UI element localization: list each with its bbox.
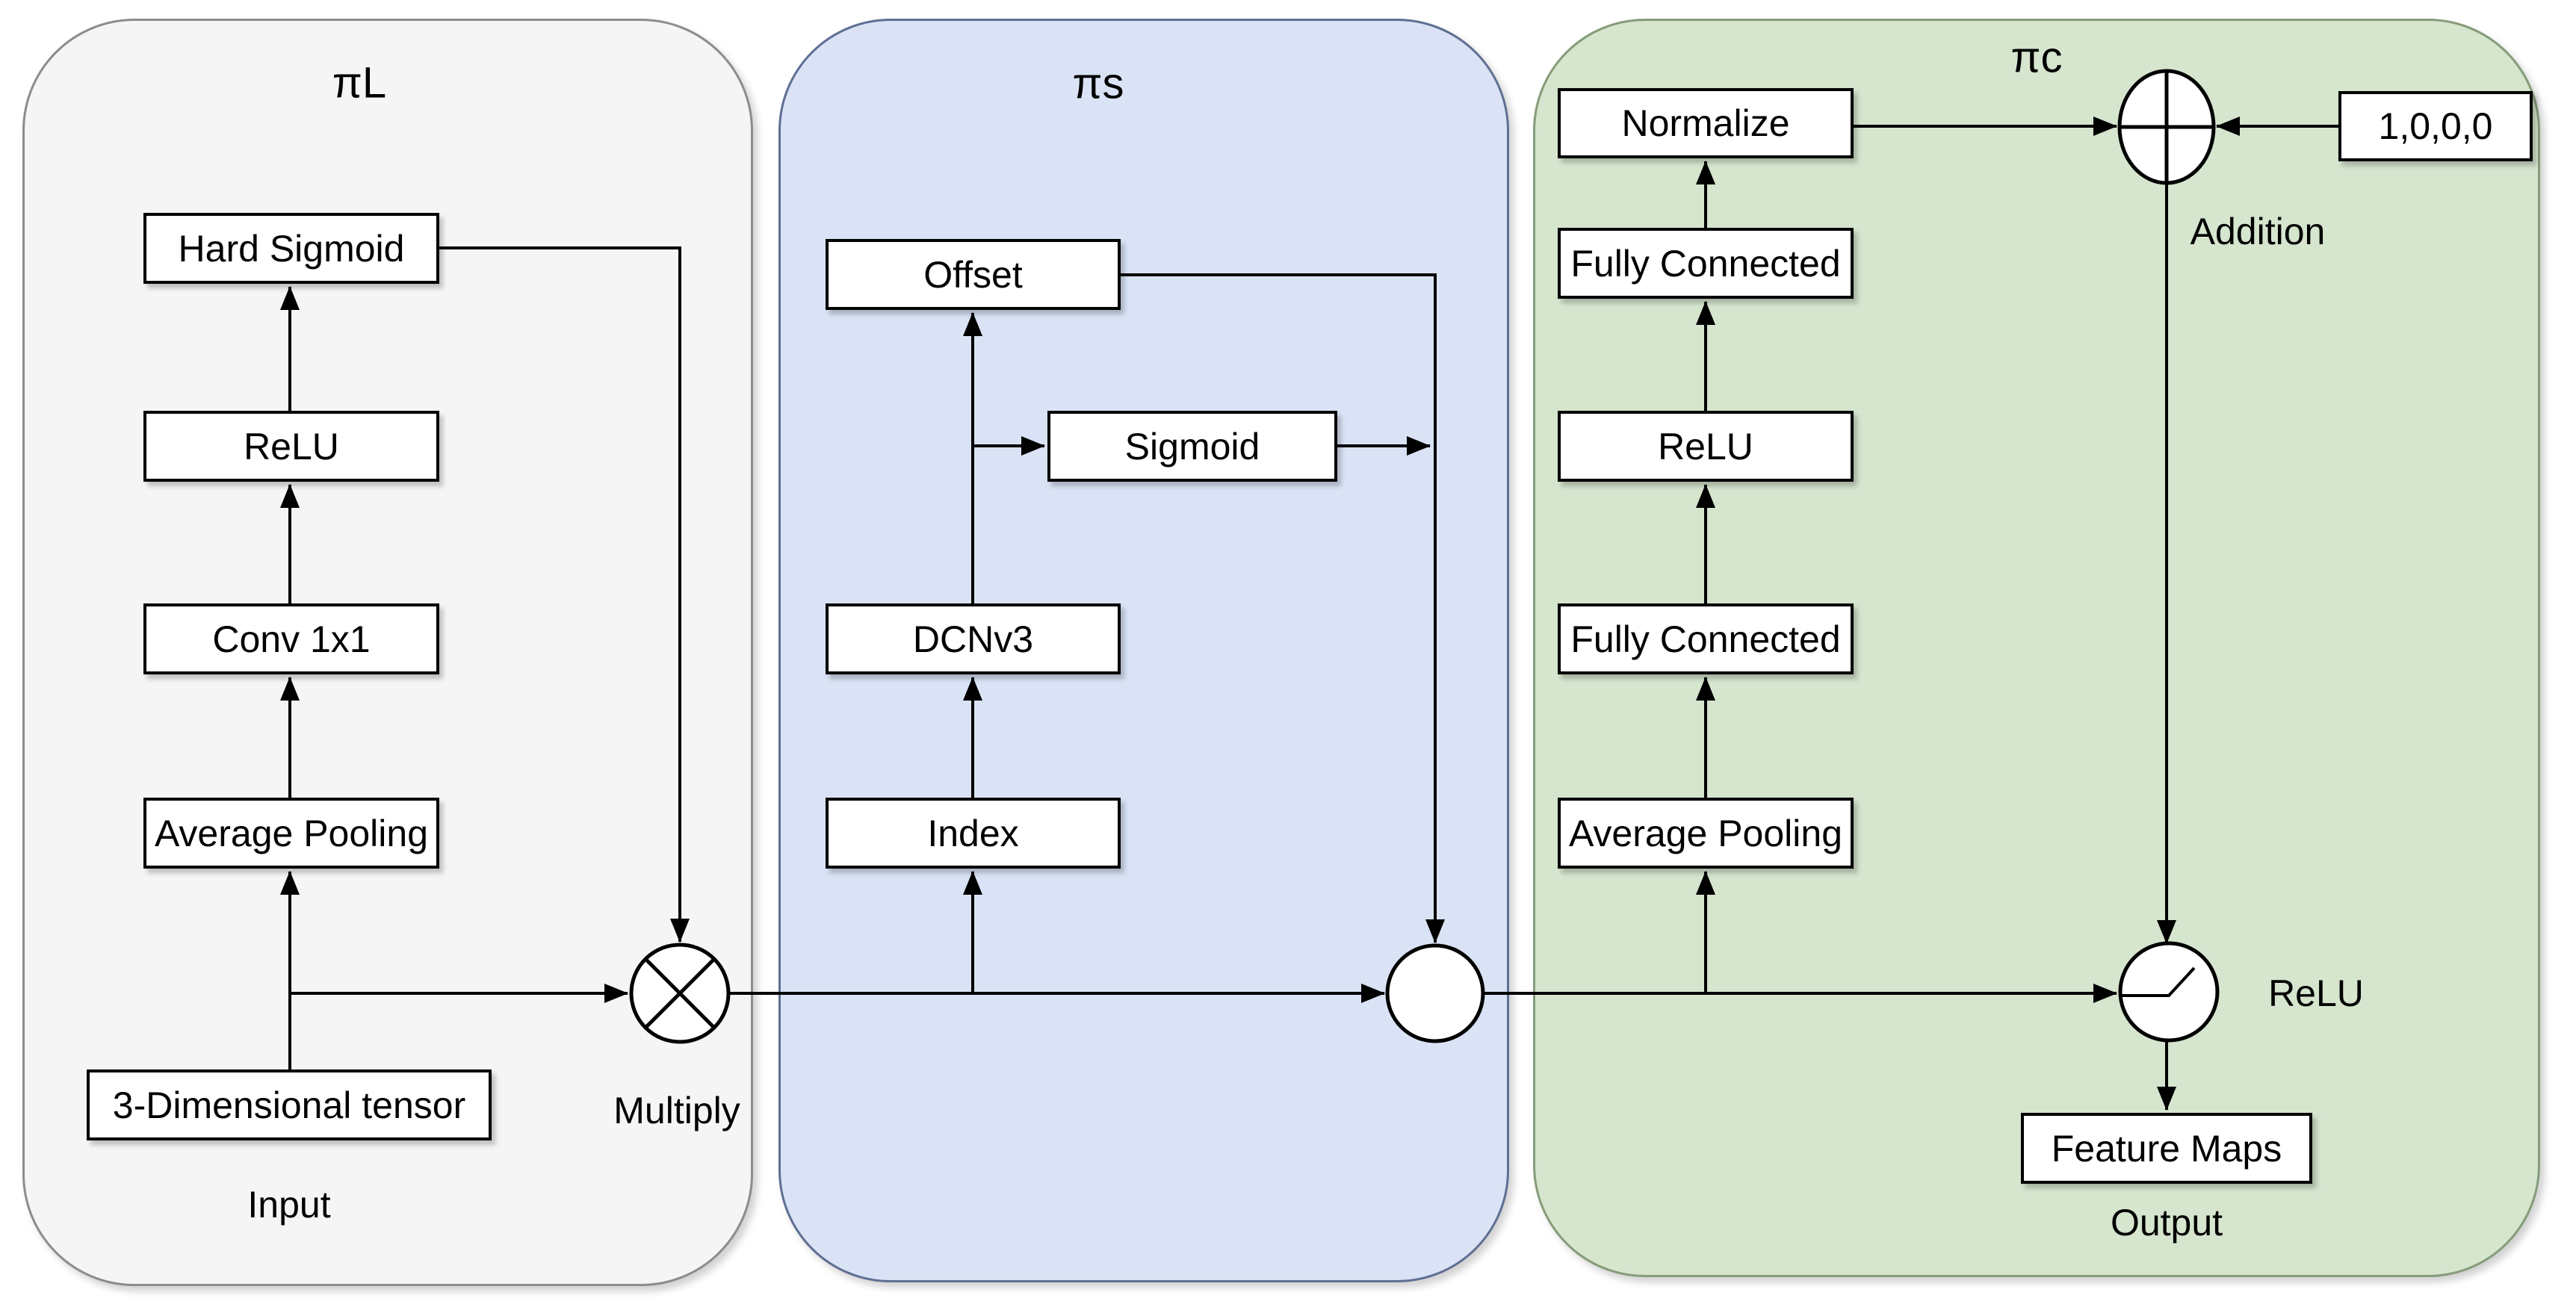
node-index: Index: [826, 798, 1121, 869]
output-label: Output: [2110, 1202, 2223, 1244]
node-feature-maps: Feature Maps: [2021, 1113, 2312, 1184]
node-dcnv3: DCNv3: [826, 603, 1121, 674]
node-sigmoid: Sigmoid: [1047, 411, 1337, 482]
node-relu-green: ReLU: [1558, 411, 1854, 482]
node-avg-pool-gray: Average Pooling: [143, 798, 439, 869]
node-fc-bottom: Fully Connected: [1558, 603, 1854, 674]
node-hard-sigmoid: Hard Sigmoid: [143, 213, 439, 284]
relu-op-label: ReLU: [2268, 972, 2364, 1014]
node-constant-1000: 1,0,0,0: [2338, 91, 2533, 161]
node-3d-tensor: 3-Dimensional tensor: [87, 1069, 492, 1140]
node-fc-top: Fully Connected: [1558, 228, 1854, 299]
node-avg-pool-green: Average Pooling: [1558, 798, 1854, 869]
node-relu-gray: ReLU: [143, 411, 439, 482]
addition-label: Addition: [2190, 211, 2326, 252]
node-offset: Offset: [826, 239, 1121, 310]
node-normalize: Normalize: [1558, 88, 1854, 158]
panel-title-pi-c: πc: [2010, 33, 2063, 82]
input-label: Input: [247, 1184, 331, 1226]
multiply-label: Multiply: [613, 1090, 740, 1131]
panel-title-pi-s: πs: [1072, 59, 1124, 108]
panel-title-pi-l: πL: [332, 58, 387, 108]
node-conv-1x1: Conv 1x1: [143, 603, 439, 674]
